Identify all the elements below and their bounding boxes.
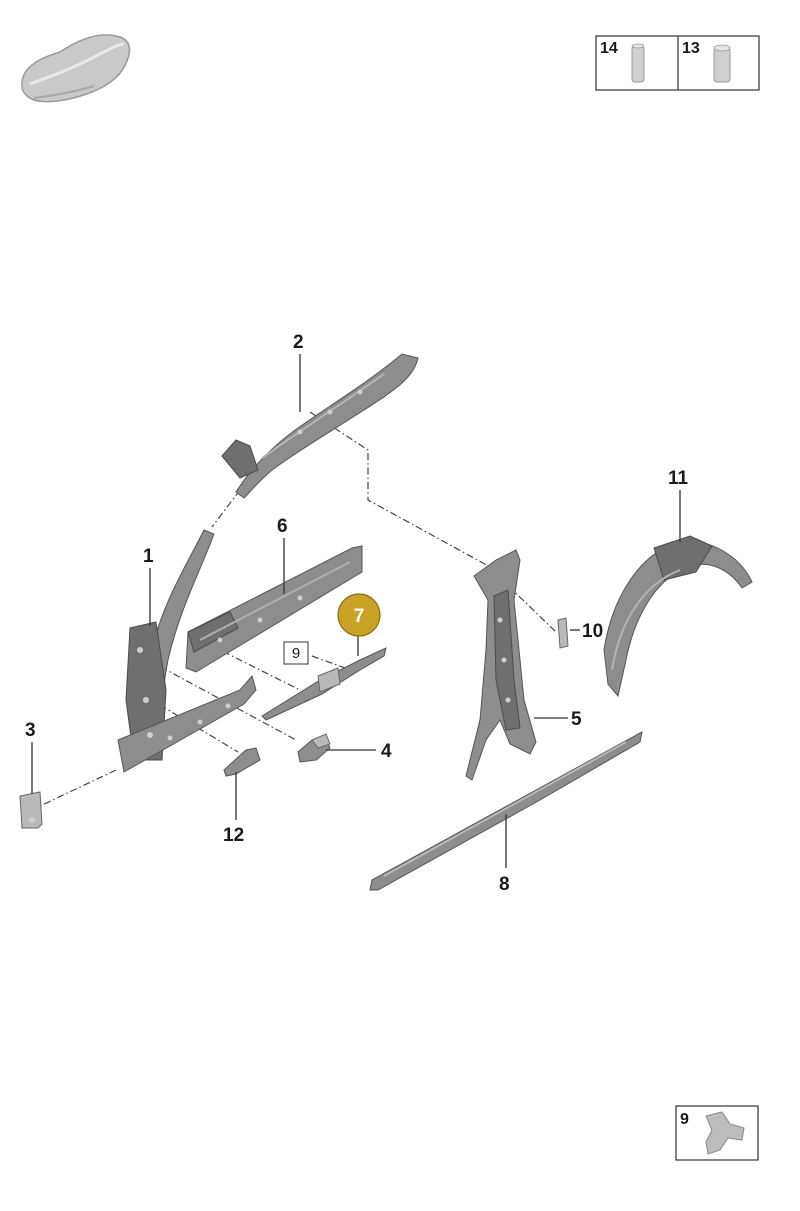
clip-9-icon (705, 1111, 745, 1155)
callout-11: 11 (668, 468, 689, 489)
legend-bottom-box: 9 (675, 1105, 759, 1161)
part-7-bracket-strip (261, 647, 387, 721)
callout-2: 2 (293, 332, 304, 353)
callout-7-highlight-badge[interactable]: 7 (337, 593, 381, 637)
callout-1: 1 (143, 546, 154, 567)
pin-13-icon (713, 44, 731, 83)
callout-6: 6 (277, 516, 288, 537)
legend-item-9-label: 9 (680, 1111, 689, 1128)
callout-5: 5 (571, 709, 582, 730)
callout-9-reference-box: 9 (283, 641, 309, 665)
callout-10: 10 (582, 621, 603, 642)
callout-12: 12 (223, 825, 244, 846)
part-6-sill-reinforcement (185, 545, 363, 673)
part-1-a-pillar (117, 529, 257, 773)
part-5-b-pillar (465, 549, 537, 781)
part-10-clip (557, 617, 569, 649)
callout-8: 8 (499, 874, 510, 895)
part-8-rocker-panel (369, 731, 643, 891)
callout-4: 4 (381, 741, 392, 762)
legend-item-14-label: 14 (600, 40, 618, 57)
part-11-wheel-arch (603, 535, 753, 698)
part-12-bracket (223, 747, 261, 777)
part-4-small-bracket (297, 733, 331, 763)
leader-lines (31, 354, 681, 868)
callout-7: 7 (354, 606, 365, 627)
callout-9-ref: 9 (292, 645, 300, 662)
pin-14-icon (631, 43, 645, 83)
part-3-plate (19, 791, 43, 829)
part-2-roof-rail (221, 353, 419, 499)
car-silhouette-icon (21, 34, 131, 103)
legend-item-13-label: 13 (682, 40, 700, 57)
legend-top-box: 14 13 (595, 35, 760, 91)
callout-3: 3 (25, 720, 36, 741)
